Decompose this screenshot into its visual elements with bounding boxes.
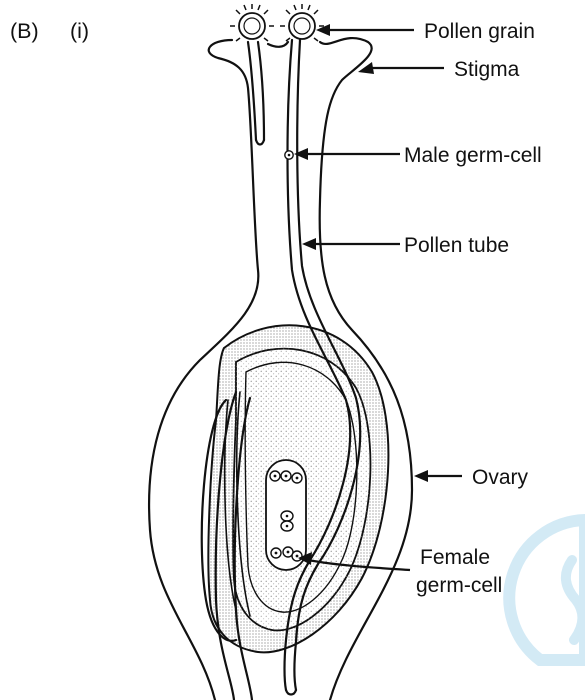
pollen-grains xyxy=(230,4,324,41)
labels: Pollen grain Stigma Male germ-cell Polle… xyxy=(404,20,542,597)
watermark-logo xyxy=(509,520,585,660)
part-label-b: (B) xyxy=(10,19,39,43)
label-pollen-tube: Pollen tube xyxy=(404,234,509,257)
label-ovary: Ovary xyxy=(472,466,529,489)
antipodal-cells xyxy=(270,471,302,483)
label-pollen-grain: Pollen grain xyxy=(424,20,535,43)
label-stigma: Stigma xyxy=(454,58,520,81)
pollen-grain-left xyxy=(230,4,274,41)
label-female-line2: germ-cell xyxy=(416,574,502,597)
label-male-germ-cell: Male germ-cell xyxy=(404,144,542,167)
label-female-line1: Female xyxy=(420,546,490,569)
sub-label-i: (i) xyxy=(70,19,89,43)
pollen-grain-right xyxy=(280,4,324,41)
